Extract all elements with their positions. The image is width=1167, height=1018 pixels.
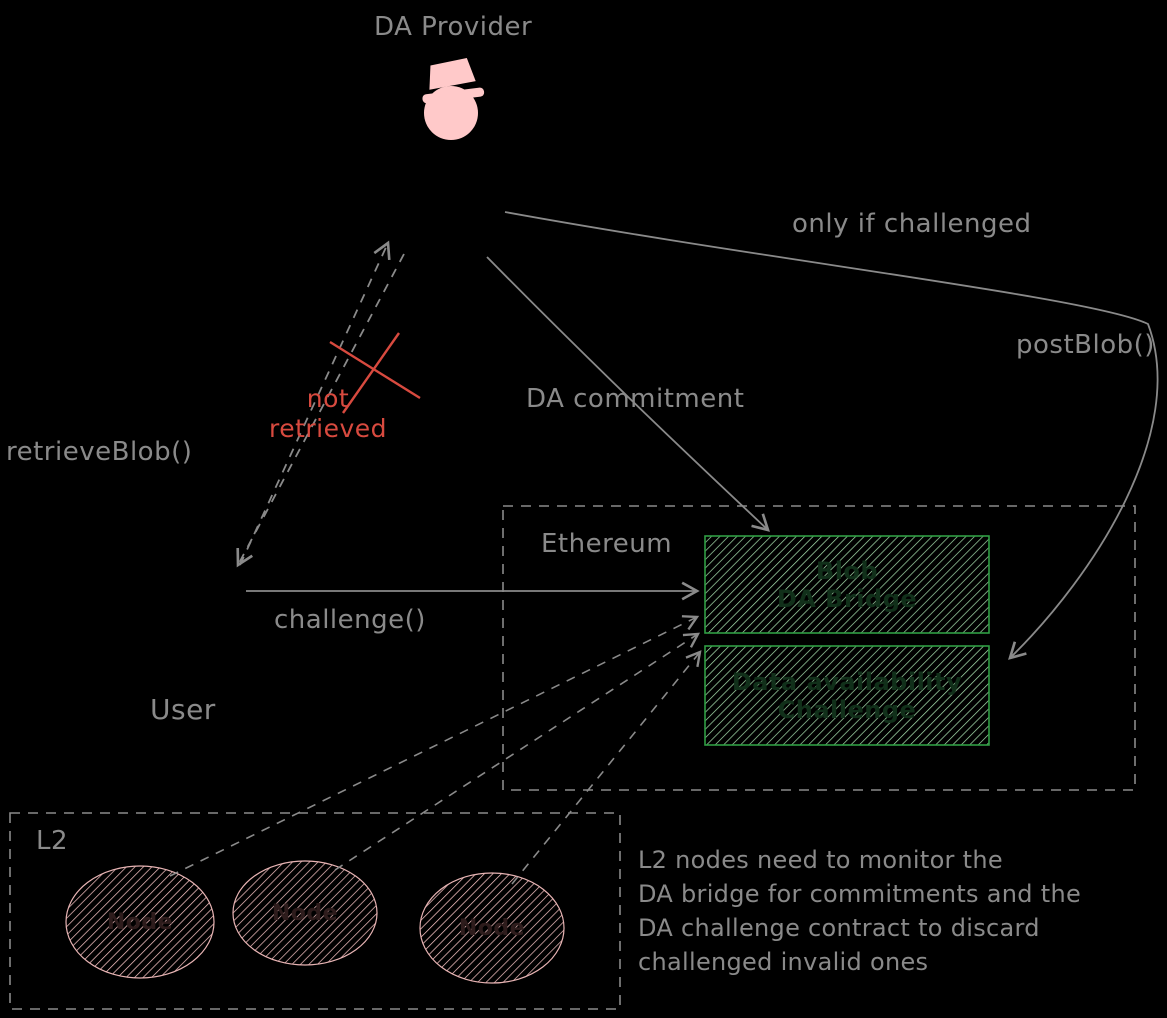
l2-container-box [9,812,621,1010]
l2-node-ellipse [232,860,378,966]
node-label: Node [271,901,339,926]
da-commitment-label: DA commitment [526,384,745,414]
da-challenge-label: Data availability Challenge [705,646,989,745]
retrieve-blob-label: retrieveBlob() [6,437,193,467]
not-retrieved-line2: retrieved [268,414,388,443]
user-label: User [150,693,216,726]
post-blob-label: postBlob() [1016,330,1155,360]
da-provider-person-icon [422,57,485,140]
node1-monitor-arrow [169,615,700,877]
bridge-label-line1: Blob [815,556,879,585]
node-label: Node [458,916,526,941]
blob-da-bridge-label: Blob DA Bridge [705,536,989,633]
node-label: Node [106,910,174,935]
da-challenge-box [704,645,990,746]
red-cross-icon [329,332,421,414]
note-line: L2 nodes need to monitor the [638,846,1003,874]
not-retrieved-line1: not [306,384,350,413]
l2-label: L2 [36,826,69,856]
blob-da-bridge-box [704,535,990,634]
l2-node-ellipse [65,865,215,979]
l2-monitor-note: L2 nodes need to monitor the DA bridge f… [638,843,1081,979]
only-if-challenged-label: only if challenged [792,209,1032,239]
challenge-label-line2: Challenge [777,695,917,724]
l2-node-ellipse [419,872,565,984]
note-line: DA challenge contract to discard [638,914,1040,942]
hat-crown [429,57,476,90]
node2-monitor-arrow [334,632,701,871]
retrieve-blob-response-arrow [236,253,405,568]
retrieve-blob-request-arrow [239,240,391,566]
ethereum-container-box [502,505,1136,791]
post-blob-arrow [504,211,1159,660]
not-retrieved-label: not retrieved [258,384,398,444]
hat-brim [422,87,485,104]
da-commitment-arrow [486,256,770,532]
note-line: challenged invalid ones [638,948,929,976]
ethereum-label: Ethereum [541,529,673,559]
da-provider-label: DA Provider [374,12,533,42]
challenge-label: challenge() [274,605,426,635]
note-line: DA bridge for commitments and the [638,880,1082,908]
bridge-label-line2: DA Bridge [776,584,918,613]
challenge-label-line1: Data availability [731,667,963,696]
